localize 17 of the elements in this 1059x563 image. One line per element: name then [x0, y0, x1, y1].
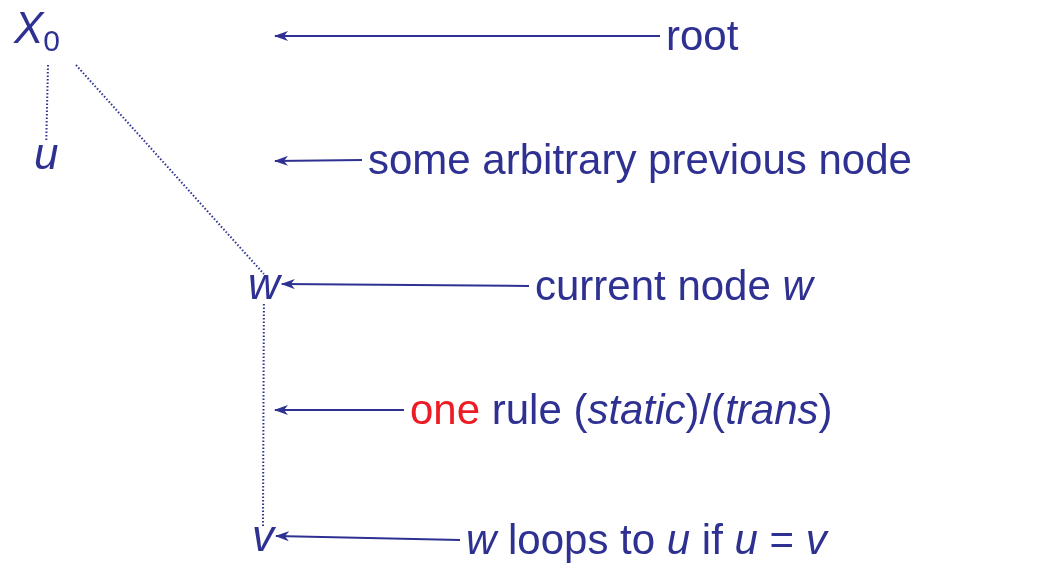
arrow: [274, 155, 363, 166]
arrow: [274, 31, 661, 41]
arrow: [280, 279, 530, 290]
arrow: [275, 531, 461, 542]
dotted-tree-line: [262, 303, 265, 527]
annotation-text: current node w: [535, 262, 813, 310]
annotation-text: w loops to u if u = v: [466, 516, 827, 563]
dotted-tree-line: [45, 64, 49, 143]
annotation-text: some arbitrary previous node: [368, 136, 912, 184]
tree-node-label: v: [252, 512, 274, 560]
arrow: [274, 405, 405, 415]
tree-node-label: X$_{0}$: [14, 4, 61, 65]
tree-node-label: w: [248, 260, 280, 308]
dotted-tree-line: [75, 64, 265, 275]
tree-node-label: u: [34, 130, 59, 178]
annotation-text: root: [666, 12, 739, 60]
annotation-text: one rule (static)/(trans): [410, 386, 833, 434]
